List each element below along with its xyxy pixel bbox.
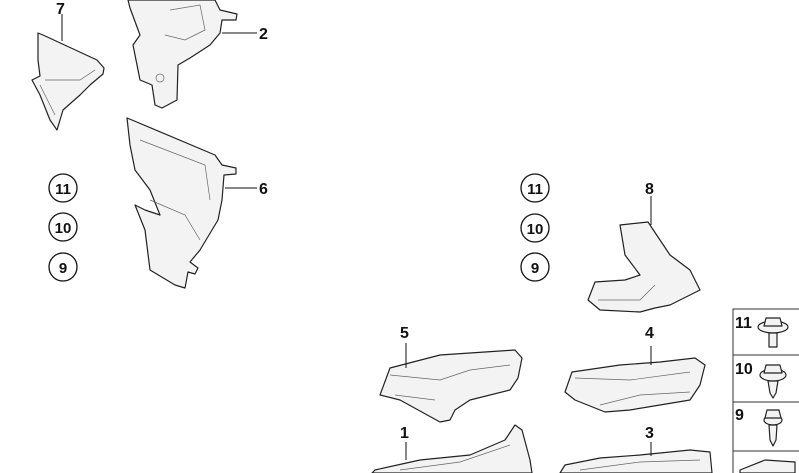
- part-4-air-duct[interactable]: 4: [564, 325, 706, 413]
- circled-ref-10-left[interactable]: 10: [48, 212, 78, 242]
- circled-ref-10-right[interactable]: 10: [520, 213, 550, 243]
- callout-8: 8: [645, 181, 654, 198]
- part-1-air-duct[interactable]: 1: [371, 424, 533, 473]
- fastener-10[interactable]: 10: [735, 361, 787, 399]
- callout-6: 6: [259, 181, 268, 198]
- svg-text:11: 11: [55, 181, 71, 198]
- callout-7: 7: [56, 1, 65, 18]
- circled-ref-9-left[interactable]: 9: [48, 252, 78, 282]
- callout-1: 1: [400, 425, 409, 442]
- self-tapping-screw-with-washer-icon: [759, 364, 787, 399]
- part-3-air-duct[interactable]: 3: [559, 425, 713, 473]
- svg-text:11: 11: [735, 315, 752, 332]
- part-7-air-duct[interactable]: 7: [31, 1, 105, 131]
- callout-4: 4: [645, 325, 654, 342]
- svg-text:10: 10: [735, 361, 753, 378]
- svg-text:9: 9: [531, 260, 539, 277]
- fastener-9[interactable]: 9: [735, 407, 783, 447]
- part-8-air-duct[interactable]: 8: [587, 181, 701, 313]
- fastener-11[interactable]: 11: [735, 315, 789, 348]
- circled-ref-11-right[interactable]: 11: [520, 173, 550, 203]
- callout-5: 5: [400, 325, 409, 342]
- self-tapping-hex-screw-icon: [763, 409, 783, 447]
- circled-ref-11-left[interactable]: 11: [48, 173, 78, 203]
- circled-ref-9-right[interactable]: 9: [520, 252, 550, 282]
- fastener-panel: [732, 308, 799, 473]
- svg-text:9: 9: [735, 407, 744, 424]
- screw-with-large-washer-icon: [757, 317, 789, 348]
- svg-text:10: 10: [55, 220, 72, 237]
- part-6-air-duct[interactable]: 6: [126, 117, 268, 289]
- part-5-air-duct[interactable]: 5: [379, 325, 523, 423]
- callout-2: 2: [259, 26, 268, 43]
- svg-text:11: 11: [527, 181, 543, 198]
- svg-text:10: 10: [527, 221, 544, 238]
- callout-3: 3: [645, 425, 654, 442]
- svg-text:9: 9: [59, 260, 67, 277]
- part-2-air-duct[interactable]: 2: [127, 0, 268, 109]
